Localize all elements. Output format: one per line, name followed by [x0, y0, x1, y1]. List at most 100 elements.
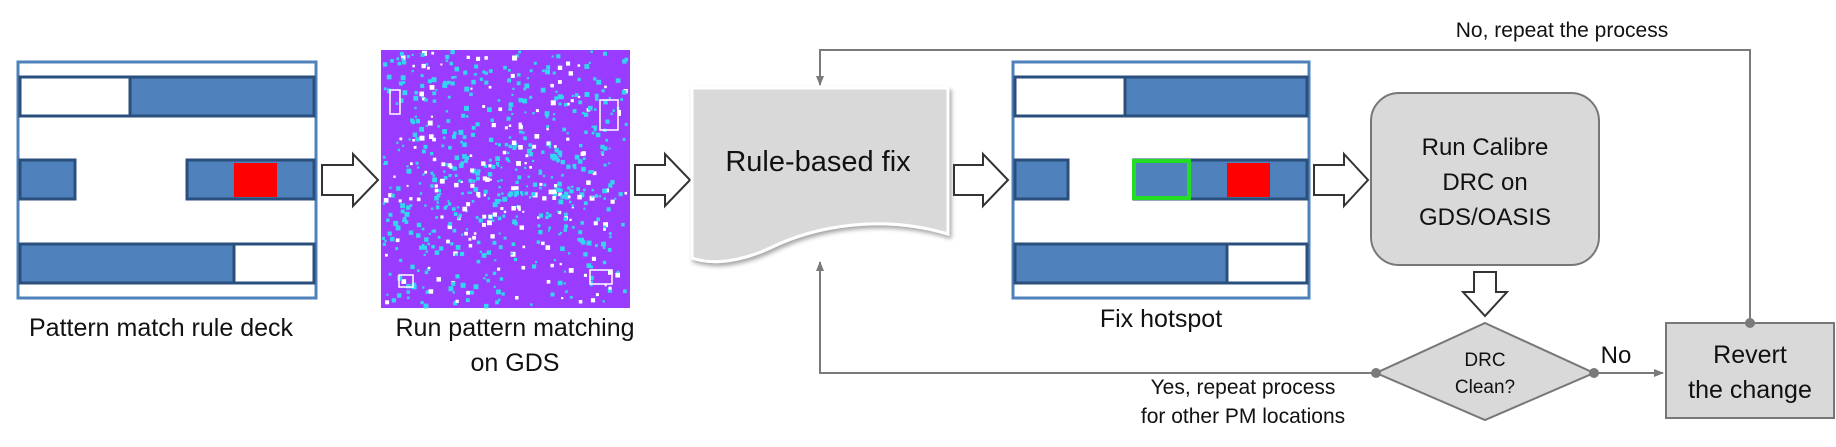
- gds-speckle: [483, 164, 488, 168]
- gds-speckle: [537, 216, 540, 219]
- gds-speckle: [485, 273, 488, 277]
- gds-speckle: [382, 155, 386, 159]
- gds-speckle: [602, 300, 605, 303]
- gds-speckle: [578, 159, 583, 164]
- gds-speckle: [558, 210, 562, 215]
- gds-speckle: [511, 242, 516, 246]
- gds-speckle: [423, 253, 426, 256]
- gds-speckle: [584, 130, 588, 134]
- gds-speckle: [541, 241, 545, 246]
- gds-speckle: [466, 202, 471, 207]
- gds-speckle: [577, 64, 581, 67]
- gds-speckle: [571, 185, 574, 188]
- gds-speckle: [590, 50, 593, 53]
- gds-speckle: [402, 219, 405, 223]
- gds-speckle: [618, 113, 621, 116]
- gds-speckle: [525, 154, 529, 158]
- gds-speckle: [552, 117, 556, 121]
- gds-speckle: [477, 169, 481, 173]
- gds-speckle: [436, 277, 441, 282]
- gds-speckle: [476, 259, 481, 264]
- gds-speckle: [399, 258, 403, 262]
- gds-speckle: [571, 206, 574, 209]
- gds-speckle: [564, 224, 568, 229]
- gds-speckle: [461, 233, 464, 236]
- gds-speckle: [489, 178, 492, 181]
- gds-speckle: [528, 143, 532, 147]
- gds-speckle: [460, 251, 465, 256]
- gds-speckle: [500, 166, 503, 169]
- gds-speckle: [442, 136, 446, 140]
- gds-speckle: [507, 159, 511, 163]
- gds-speckle: [622, 138, 626, 141]
- gds-speckle: [548, 145, 552, 149]
- gds-speckle: [468, 237, 472, 241]
- gds-speckle: [546, 211, 549, 215]
- gds-speckle: [419, 135, 425, 141]
- revert-label-line1: Revert: [1713, 341, 1787, 369]
- gds-speckle: [565, 194, 570, 200]
- gds-speckle: [393, 175, 396, 178]
- gds-speckle: [498, 298, 501, 302]
- gds-speckle: [515, 180, 519, 184]
- gds-speckle: [521, 265, 526, 270]
- gds-speckle: [383, 87, 387, 91]
- gds-speckle: [574, 93, 579, 97]
- gds-speckle: [447, 163, 452, 168]
- gds-speckle: [384, 239, 387, 243]
- gds-speckle: [432, 157, 437, 162]
- gds-speckle: [451, 281, 456, 286]
- gds-speckle: [432, 91, 437, 96]
- gds-speckle: [510, 252, 513, 255]
- gds-speckle: [593, 221, 598, 226]
- gds-speckle: [402, 81, 406, 84]
- gds-speckle: [523, 87, 527, 91]
- gds-speckle: [516, 81, 521, 86]
- gds-speckle: [497, 193, 501, 197]
- gds-speckle: [552, 189, 557, 194]
- gds-speckle: [383, 198, 389, 203]
- gds-speckle: [463, 70, 468, 75]
- gds-speckle: [455, 156, 458, 160]
- gds-speckle: [618, 192, 623, 197]
- gds-speckle: [600, 144, 605, 150]
- gds-speckle: [472, 179, 476, 183]
- gds-speckle: [481, 253, 487, 258]
- gds-speckle: [452, 207, 456, 211]
- gds-speckle: [447, 95, 451, 99]
- gds-speckle: [471, 79, 476, 85]
- gds-speckle: [410, 264, 415, 270]
- gds-speckle: [488, 214, 493, 219]
- gds-speckle: [497, 267, 501, 271]
- gds-speckle: [443, 206, 447, 210]
- gds-speckle: [607, 248, 612, 252]
- gds-speckle: [589, 195, 595, 201]
- drc-label-line2: Clean?: [1455, 377, 1515, 398]
- gds-speckle: [523, 136, 527, 141]
- gds-speckle: [615, 78, 621, 83]
- gds-speckle: [437, 125, 440, 128]
- gds-speckle: [408, 138, 411, 141]
- gds-speckle: [464, 105, 469, 111]
- gds-speckle: [554, 148, 559, 153]
- gds-speckle: [518, 145, 523, 150]
- gds-speckle: [453, 301, 458, 306]
- gds-speckle: [554, 156, 559, 161]
- gds-speckle: [568, 268, 574, 273]
- gds-speckle: [581, 111, 585, 115]
- gds-speckle: [457, 217, 460, 220]
- gds-speckle: [404, 220, 409, 224]
- gds-speckle: [514, 190, 519, 196]
- gds-speckle: [383, 163, 386, 166]
- gds-speckle: [482, 214, 487, 219]
- gds-speckle: [430, 184, 434, 188]
- yes-label-line1: Yes, repeat process: [1151, 376, 1336, 399]
- gds-speckle: [419, 245, 424, 250]
- gds-speckle: [516, 161, 521, 166]
- gds-speckle: [423, 144, 428, 149]
- gds-speckle: [454, 174, 458, 177]
- gds-speckle: [482, 70, 486, 74]
- gds-speckle: [546, 141, 551, 146]
- gds-speckle: [462, 206, 468, 212]
- gds-speckle: [406, 290, 410, 294]
